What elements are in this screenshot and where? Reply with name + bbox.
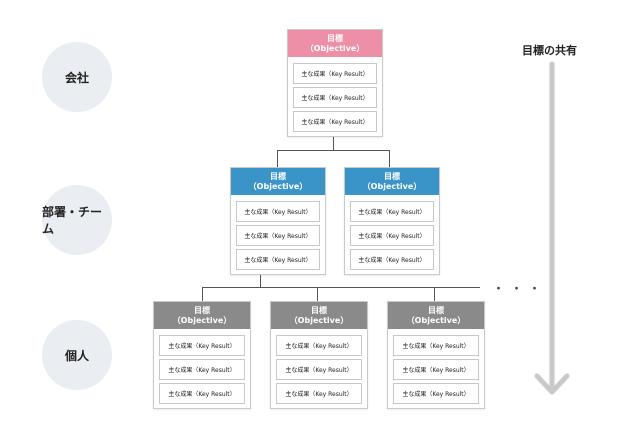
key-result-box: 主な成果（Key Result） [350, 201, 434, 222]
key-result-box: 主な成果（Key Result） [293, 63, 377, 84]
objective-header: 目標 （Objective） [288, 30, 382, 57]
objective-title: 目標 [194, 305, 210, 315]
key-result-box: 主な成果（Key Result） [159, 383, 245, 404]
okr-card-department: 目標 （Objective） 主な成果（Key Result） 主な成果（Key… [230, 167, 326, 275]
connector-ind2-up [317, 287, 318, 301]
objective-subtitle: （Objective） [172, 315, 232, 325]
objective-title: 目標 [384, 171, 400, 181]
connector-ind1-up [202, 287, 203, 301]
key-result-box: 主な成果（Key Result） [293, 111, 377, 132]
key-result-box: 主な成果（Key Result） [236, 249, 320, 270]
key-result-box: 主な成果（Key Result） [350, 225, 434, 246]
connector-department-bar [277, 150, 389, 151]
objective-subtitle: （Objective） [248, 181, 308, 191]
objective-subtitle: （Objective） [289, 315, 349, 325]
objective-header: 目標 （Objective） [345, 168, 439, 195]
connector-dept2-up [389, 150, 390, 167]
key-result-box: 主な成果（Key Result） [393, 383, 479, 404]
okr-card-department: 目標 （Objective） 主な成果（Key Result） 主な成果（Key… [344, 167, 440, 275]
connector-dept1-up [277, 150, 278, 167]
share-label: 目標の共有 [522, 44, 577, 57]
objective-header: 目標 （Objective） [271, 302, 367, 329]
key-result-box: 主な成果（Key Result） [276, 335, 362, 356]
key-result-box: 主な成果（Key Result） [276, 359, 362, 380]
key-result-box: 主な成果（Key Result） [236, 201, 320, 222]
key-result-box: 主な成果（Key Result） [293, 87, 377, 108]
level-label-individual: 個人 [64, 348, 89, 363]
okr-card-individual: 目標 （Objective） 主な成果（Key Result） 主な成果（Key… [387, 301, 485, 409]
connector-individual-bar [202, 287, 480, 288]
level-circle-individual: 個人 [42, 320, 112, 390]
okr-card-company: 目標 （Objective） 主な成果（Key Result） 主な成果（Key… [287, 29, 383, 137]
key-result-box: 主な成果（Key Result） [159, 359, 245, 380]
objective-header: 目標 （Objective） [388, 302, 484, 329]
key-result-box: 主な成果（Key Result） [159, 335, 245, 356]
connector-dept1-down [260, 272, 261, 287]
objective-title: 目標 [270, 171, 286, 181]
okr-card-individual: 目標 （Objective） 主な成果（Key Result） 主な成果（Key… [270, 301, 368, 409]
key-result-box: 主な成果（Key Result） [350, 249, 434, 270]
key-result-box: 主な成果（Key Result） [393, 335, 479, 356]
key-result-box: 主な成果（Key Result） [236, 225, 320, 246]
level-label-department: 部署・チーム [42, 205, 103, 236]
okr-card-individual: 目標 （Objective） 主な成果（Key Result） 主な成果（Key… [153, 301, 251, 409]
level-label-company: 会社 [64, 70, 89, 85]
connector-ind3-up [434, 287, 435, 301]
key-result-box: 主な成果（Key Result） [393, 359, 479, 380]
objective-header: 目標 （Objective） [154, 302, 250, 329]
objective-subtitle: （Objective） [406, 315, 466, 325]
level-circle-department: 部署・チーム [42, 185, 112, 255]
objective-title: 目標 [327, 33, 343, 43]
objective-subtitle: （Objective） [362, 181, 422, 191]
objective-title: 目標 [428, 305, 444, 315]
ellipsis: ・・・ [492, 282, 547, 297]
objective-title: 目標 [311, 305, 327, 315]
objective-header: 目標 （Objective） [231, 168, 325, 195]
objective-subtitle: （Objective） [305, 43, 365, 53]
connector-company-down [333, 136, 334, 150]
key-result-box: 主な成果（Key Result） [276, 383, 362, 404]
level-circle-company: 会社 [42, 42, 112, 112]
